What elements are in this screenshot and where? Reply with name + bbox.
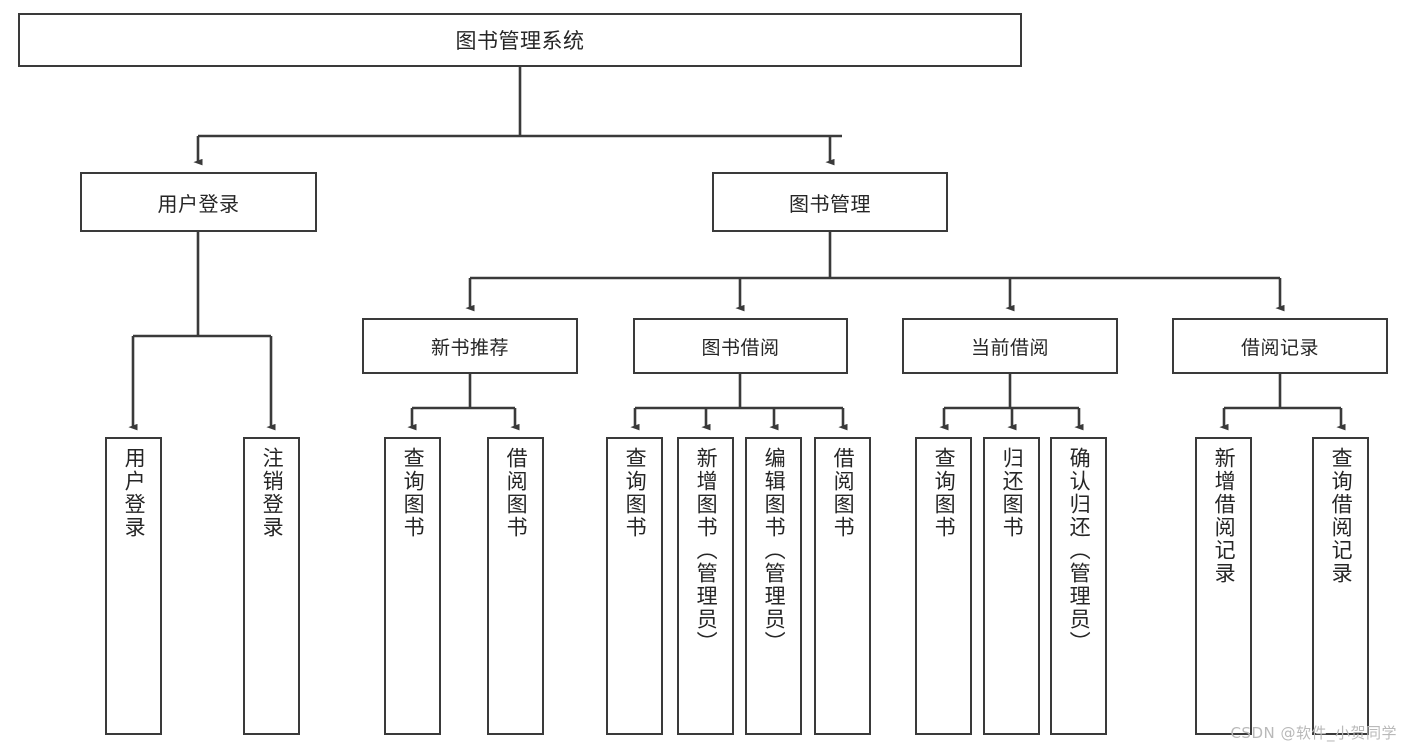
leaf-user-login[interactable]: 用户登录 xyxy=(105,437,162,735)
node-book-management[interactable]: 图书管理 xyxy=(712,172,948,232)
leaf-query-book-current-label: 查询图书 xyxy=(932,447,957,539)
leaf-query-book-borrow[interactable]: 查询图书 xyxy=(606,437,663,735)
node-root[interactable]: 图书管理系统 xyxy=(18,13,1022,67)
leaf-return-book[interactable]: 归还图书 xyxy=(983,437,1040,735)
leaf-edit-book-admin[interactable]: 编辑图书（管理员） xyxy=(745,437,802,735)
leaf-return-book-label: 归还图书 xyxy=(1000,447,1025,539)
node-user-login-label: 用户登录 xyxy=(157,191,240,216)
node-new-book-recommend[interactable]: 新书推荐 xyxy=(362,318,578,374)
leaf-confirm-return-admin[interactable]: 确认归还（管理员） xyxy=(1050,437,1107,735)
node-book-management-label: 图书管理 xyxy=(789,191,871,216)
leaf-logout-label: 注销登录 xyxy=(260,447,285,539)
leaf-query-borrow-record-label: 查询借阅记录 xyxy=(1329,447,1354,585)
leaf-query-borrow-record[interactable]: 查询借阅记录 xyxy=(1312,437,1369,735)
leaf-borrow-book-recommend[interactable]: 借阅图书 xyxy=(487,437,544,735)
leaf-query-book-current[interactable]: 查询图书 xyxy=(915,437,972,735)
leaf-logout[interactable]: 注销登录 xyxy=(243,437,300,735)
node-current-borrow[interactable]: 当前借阅 xyxy=(902,318,1118,374)
leaf-add-book-admin-label: 新增图书（管理员） xyxy=(694,447,719,654)
leaf-query-book-borrow-label: 查询图书 xyxy=(623,447,648,539)
leaf-edit-book-admin-label: 编辑图书（管理员） xyxy=(762,447,787,654)
leaf-confirm-return-admin-label: 确认归还（管理员） xyxy=(1067,447,1092,654)
leaf-user-login-label: 用户登录 xyxy=(122,447,147,539)
node-new-book-recommend-label: 新书推荐 xyxy=(430,336,509,359)
node-book-borrow-label: 图书借阅 xyxy=(701,336,780,359)
node-current-borrow-label: 当前借阅 xyxy=(970,336,1049,359)
leaf-add-book-admin[interactable]: 新增图书（管理员） xyxy=(677,437,734,735)
node-book-borrow[interactable]: 图书借阅 xyxy=(633,318,848,374)
leaf-borrow-book[interactable]: 借阅图书 xyxy=(814,437,871,735)
leaf-add-borrow-record[interactable]: 新增借阅记录 xyxy=(1195,437,1252,735)
leaf-query-book-recommend-label: 查询图书 xyxy=(401,447,426,539)
node-borrow-record-label: 借阅记录 xyxy=(1240,336,1319,359)
leaf-add-borrow-record-label: 新增借阅记录 xyxy=(1212,447,1237,585)
watermark-text: CSDN @软件_小贺同学 xyxy=(1230,724,1397,742)
leaf-borrow-book-recommend-label: 借阅图书 xyxy=(504,447,529,539)
node-borrow-record[interactable]: 借阅记录 xyxy=(1172,318,1388,374)
leaf-query-book-recommend[interactable]: 查询图书 xyxy=(384,437,441,735)
leaf-borrow-book-label: 借阅图书 xyxy=(831,447,856,539)
node-root-label: 图书管理系统 xyxy=(455,29,585,53)
node-user-login[interactable]: 用户登录 xyxy=(80,172,317,232)
